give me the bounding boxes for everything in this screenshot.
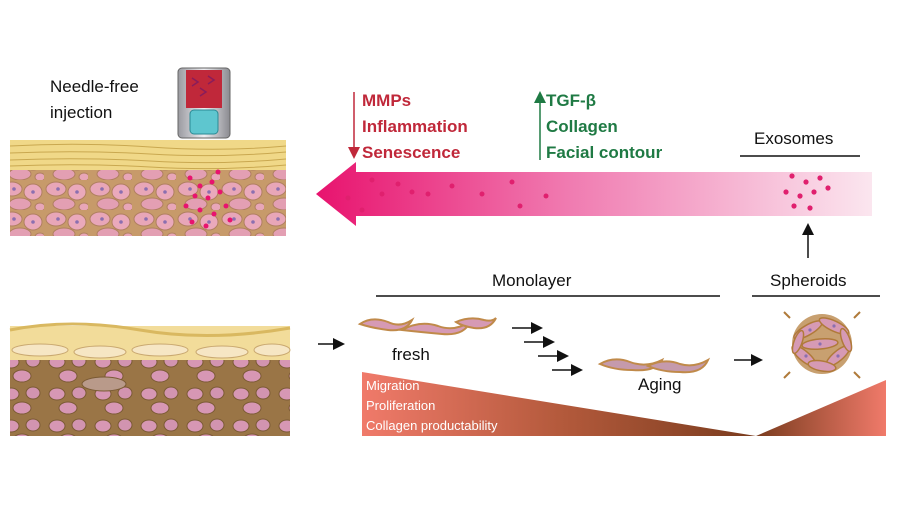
spheroids-label: Spheroids (770, 271, 847, 290)
effect-tgf-beta: TGF-β (546, 91, 596, 110)
monolayer-label: Monolayer (492, 271, 572, 290)
exosome-source-dots (783, 173, 831, 211)
aging-fibroblasts (597, 357, 711, 374)
aging-label: Aging (638, 375, 681, 394)
spheroid-cluster-icon (783, 311, 861, 379)
effect-mmps: MMPs (362, 91, 411, 110)
capacity-recovery-wedge (756, 380, 886, 436)
capacity-proliferation: Proliferation (366, 398, 435, 413)
passage-arrows (512, 322, 583, 376)
exosomes-label: Exosomes (754, 129, 833, 148)
effect-inflammation: Inflammation (362, 117, 468, 136)
needle-free-injector-icon (177, 67, 231, 139)
capacity-decline-wedge (362, 372, 756, 436)
exosome-delivery-arrow (316, 162, 872, 226)
dermis-aged (10, 360, 290, 436)
effect-senescence: Senescence (362, 143, 460, 162)
effect-facial-contour: Facial contour (546, 143, 663, 162)
capacity-collagen-productability: Collagen productability (366, 418, 498, 433)
injected-exosome-cluster (183, 169, 233, 229)
needle-free-label-line2: injection (50, 103, 112, 122)
fresh-fibroblasts (357, 317, 497, 336)
capacity-migration: Migration (366, 378, 419, 393)
treated-skin-block (9, 140, 287, 236)
aged-skin-block (9, 322, 291, 436)
arrow-exosome-dots (345, 177, 549, 213)
needle-free-label-line1: Needle-free (50, 77, 139, 96)
effect-collagen: Collagen (546, 117, 618, 136)
fresh-label: fresh (392, 345, 430, 364)
dermis-young (10, 170, 286, 236)
